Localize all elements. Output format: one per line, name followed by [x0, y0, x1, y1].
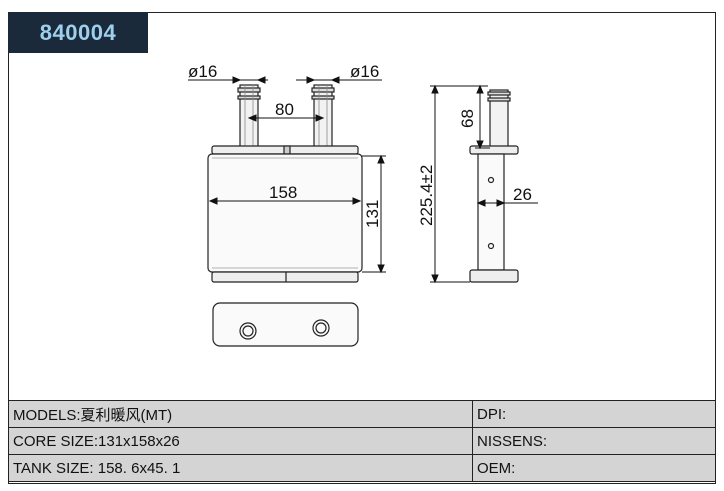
heater-core: [207, 153, 363, 273]
tank-bottom-view: [212, 302, 359, 347]
dim-core-width: 158: [269, 183, 297, 202]
nissens-cell: NISSENS:: [473, 427, 716, 455]
oem-cell: OEM:: [473, 454, 716, 482]
dim-pipe-spacing: 80: [275, 100, 294, 119]
bottom-tank: [211, 271, 359, 283]
left-inlet-pipe: [237, 84, 261, 148]
dim-inlet-diameter-left: ø16: [188, 62, 217, 81]
core-size-cell: CORE SIZE:131x158x26: [8, 427, 473, 455]
models-cell: MODELS:夏利暖风(MT): [8, 400, 473, 428]
dim-pipe-length: 68: [458, 109, 477, 128]
right-outlet-pipe: [311, 84, 335, 148]
spec-row-core-size: CORE SIZE:131x158x26 NISSENS:: [8, 427, 716, 455]
spec-row-tank-size: TANK SIZE: 158. 6x45. 1 OEM:: [8, 454, 716, 482]
dim-core-depth: 26: [513, 185, 532, 204]
dpi-cell: DPI:: [473, 400, 716, 428]
tank-size-cell: TANK SIZE: 158. 6x45. 1: [8, 454, 473, 482]
dim-core-height: 131: [363, 200, 382, 228]
side-view: [469, 89, 519, 283]
spec-row-models: MODELS:夏利暖风(MT) DPI:: [8, 400, 716, 428]
part-number-label: 840004: [8, 12, 148, 53]
dim-overall-height: 225.4±2: [417, 165, 436, 226]
dim-inlet-diameter-right: ø16: [350, 62, 379, 81]
